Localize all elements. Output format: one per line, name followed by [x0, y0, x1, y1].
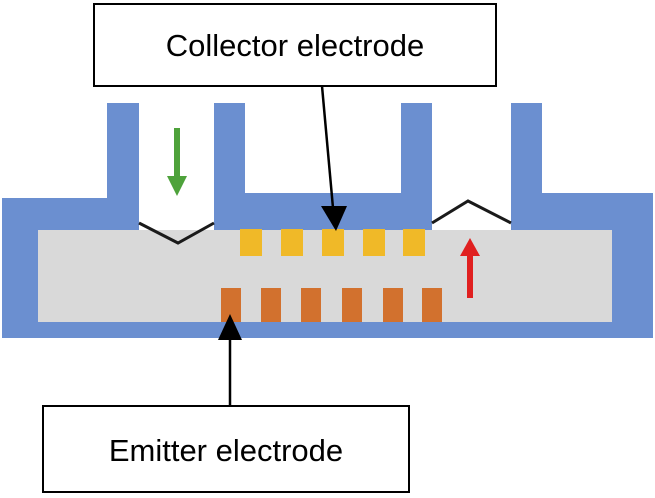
emitter-pad [383, 288, 403, 322]
up-arrow-icon [460, 238, 480, 298]
inlet-wall-left [107, 103, 139, 230]
collector-pad [240, 229, 262, 256]
housing [2, 103, 653, 338]
emitter-pad [342, 288, 362, 322]
emitter-electrode-pads [221, 288, 442, 322]
collector-pad [403, 229, 425, 256]
emitter-label-box [42, 405, 410, 493]
outlet-membrane [431, 199, 512, 225]
emitter-pad [422, 288, 442, 322]
inlet-membrane [138, 221, 215, 245]
housing-top-right [511, 193, 653, 230]
collector-pad [322, 229, 344, 256]
collector-pad [281, 229, 303, 256]
outlet-wall-left [401, 103, 432, 230]
emitter-pad [221, 288, 241, 322]
housing-top-middle [214, 193, 432, 230]
collector-label: Collector electrode [166, 28, 424, 63]
collector-pad [363, 229, 385, 256]
collector-label-box [93, 3, 497, 87]
collector-leader-line [320, 85, 335, 209]
down-arrow-icon [167, 128, 187, 196]
emitter-label: Emitter electrode [109, 433, 343, 468]
emitter-leader-arrowhead [218, 314, 242, 340]
housing-base [2, 322, 653, 338]
collector-leader-arrowhead [321, 206, 347, 231]
emitter-pad [301, 288, 321, 322]
emitter-pad [261, 288, 281, 322]
collector-electrode-pads [240, 229, 425, 256]
